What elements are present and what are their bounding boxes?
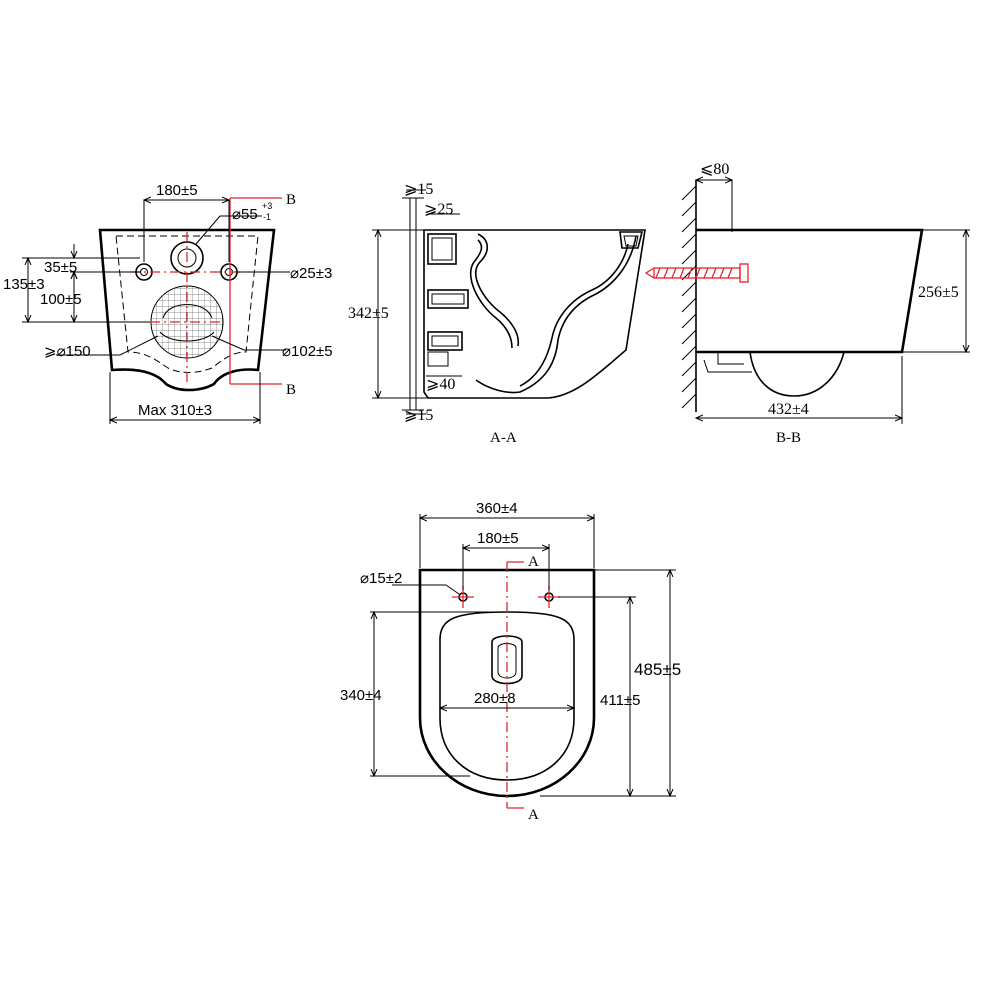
aa-body-outline — [423, 229, 646, 399]
bb-dim-height: 256±5 — [918, 284, 959, 301]
top-dim-280: 280±8 — [474, 690, 516, 707]
aa-dim-40: ⩾40 — [426, 376, 455, 393]
dim-flush-tol-lower: -1 — [263, 212, 271, 222]
bb-dim-80: ⩽80 — [700, 161, 729, 178]
flush-outlet — [491, 635, 523, 685]
front-inner-dashed — [115, 235, 259, 373]
top-dim-hole: ⌀15±2 — [360, 570, 402, 587]
wall-hatch — [681, 185, 697, 409]
aa-dim-15-bottom: ⩾15 — [404, 407, 433, 424]
bb-bowl — [749, 351, 845, 397]
section-mark-b-top: B — [286, 192, 296, 208]
section-mark-b-bottom: B — [286, 382, 296, 398]
section-mark-a-top: A — [528, 554, 539, 570]
dim-135: 135±3 — [3, 276, 45, 293]
top-dim-width: 360±4 — [476, 500, 518, 517]
dim-hole-spacing: 180±5 — [156, 182, 198, 199]
bolt — [644, 263, 749, 283]
section-mark-a-bottom: A — [528, 807, 539, 823]
section-line-b — [229, 197, 282, 385]
top-view: A A 360±4 180±5 ⌀15±2 340±4 280±8 411±5 … — [340, 500, 681, 823]
top-bowl-inner — [439, 611, 575, 781]
top-dim-485: 485±5 — [634, 660, 681, 679]
top-dim-340: 340±4 — [340, 687, 382, 704]
dim-width: Max 310±3 — [138, 402, 212, 419]
dim-flush-hole: ⌀55 — [232, 206, 258, 223]
section-aa-view: ⩾15 ⩾25 342±5 ⩾40 ⩾15 A-A — [348, 181, 646, 446]
bb-body-outline — [696, 228, 924, 354]
waste-pipe-inner — [162, 304, 213, 319]
front-body-outline — [98, 228, 276, 392]
dim-waste-min: ⩾⌀150 — [44, 343, 91, 360]
aa-label: A-A — [490, 430, 517, 446]
section-bb-view: ⩽80 256±5 432±4 B-B — [644, 161, 970, 446]
aa-dim-15-top: ⩾15 — [404, 181, 433, 198]
aa-dim-height: 342±5 — [348, 305, 389, 322]
dim-bolt-hole: ⌀25±3 — [290, 265, 332, 282]
bb-label: B-B — [776, 430, 801, 446]
top-dim-411: 411±5 — [600, 692, 641, 709]
dim-100: 100±5 — [40, 291, 82, 308]
front-view: B B 180±5 ⌀55 +3 -1 ⌀25±3 35±5 135±3 100… — [3, 182, 333, 424]
top-body-outline — [418, 568, 596, 798]
top-dim-hole-spacing: 180±5 — [477, 530, 519, 547]
aa-bowl-profile — [469, 233, 520, 349]
aa-dim-25: ⩾25 — [424, 201, 453, 218]
dim-flush-tol-upper: +3 — [262, 201, 272, 211]
dim-waste: ⌀102±5 — [282, 343, 333, 360]
dim-35: 35±5 — [44, 259, 77, 276]
bb-dim-length: 432±4 — [768, 401, 809, 418]
